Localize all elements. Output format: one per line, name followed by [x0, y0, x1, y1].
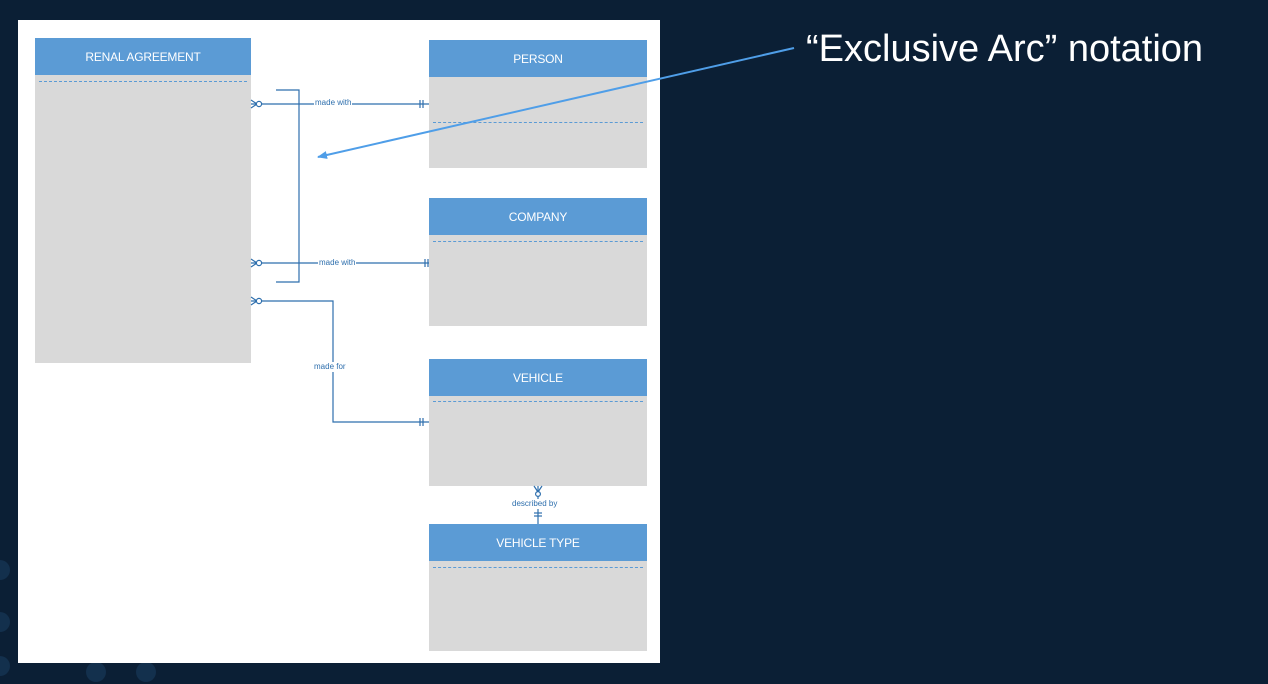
entity-rental-agreement: RENAL AGREEMENT — [35, 38, 251, 363]
attribute-divider — [433, 122, 643, 123]
optional-circle-icon — [255, 259, 263, 267]
entity-company: COMPANY — [429, 198, 647, 326]
attribute-divider — [433, 567, 643, 568]
optional-circle-icon — [534, 491, 541, 498]
entity-vehicle: VEHICLE — [429, 359, 647, 486]
relationship-label: made with — [314, 98, 353, 108]
entity-person: PERSON — [429, 40, 647, 168]
relationship-label: made for — [313, 362, 347, 372]
arrow-icon — [317, 47, 795, 159]
relationship-label: made with — [318, 258, 357, 268]
decorative-dot — [0, 612, 10, 632]
exclusive-arc-bracket — [276, 89, 300, 283]
decorative-dot — [0, 656, 10, 676]
optional-circle-icon — [255, 297, 263, 305]
relationship-line-vehicle — [251, 300, 429, 423]
entity-title: VEHICLE TYPE — [429, 524, 647, 561]
annotation-text: “Exclusive Arc” notation — [806, 28, 1204, 70]
decorative-dot — [86, 662, 106, 682]
entity-vehicle-type: VEHICLE TYPE — [429, 524, 647, 651]
er-diagram-canvas: RENAL AGREEMENT PERSON COMPANY VEHICLE V… — [18, 20, 660, 663]
entity-title: VEHICLE — [429, 359, 647, 396]
attribute-divider — [433, 401, 643, 402]
entity-title: RENAL AGREEMENT — [35, 38, 251, 75]
optional-circle-icon — [255, 100, 263, 108]
decorative-dot — [136, 662, 156, 682]
entity-title: PERSON — [429, 40, 647, 77]
attribute-divider — [39, 81, 247, 82]
relationship-label: described by — [511, 499, 559, 509]
decorative-dot — [0, 560, 10, 580]
attribute-divider — [433, 241, 643, 242]
entity-title: COMPANY — [429, 198, 647, 235]
